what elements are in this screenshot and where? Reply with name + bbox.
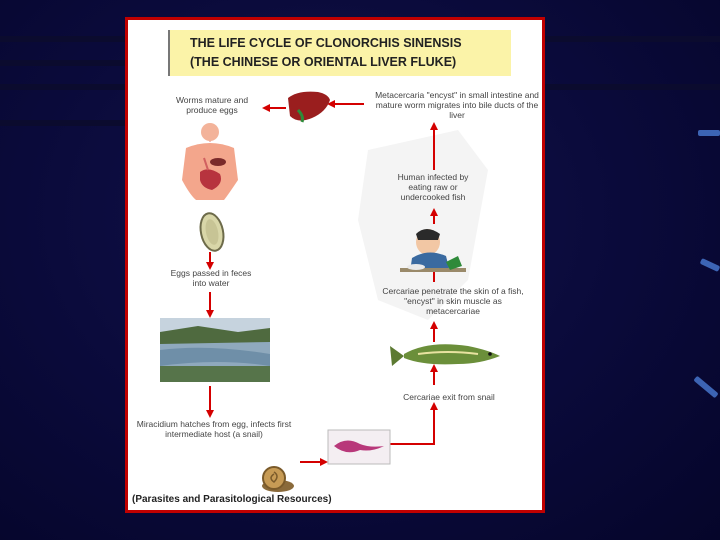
background-stripe xyxy=(545,84,720,90)
snail-icon xyxy=(262,466,294,492)
label-eggs-passed: Eggs passed in feces into water xyxy=(170,268,252,288)
background-stripe xyxy=(0,36,125,42)
watermark-figure xyxy=(358,130,488,320)
person-eating-icon xyxy=(400,229,466,272)
background-stripe xyxy=(0,60,125,66)
background-accent xyxy=(698,130,720,136)
liver-icon xyxy=(288,91,330,123)
river-photo xyxy=(160,318,270,382)
title-line-2: (THE CHINESE OR ORIENTAL LIVER FLUKE) xyxy=(190,55,457,69)
label-cercariae-penetrate: Cercariae penetrate the skin of a fish, … xyxy=(382,286,524,316)
label-metacercaria: Metacercaria "encyst" in small intestine… xyxy=(375,90,539,120)
egg-icon xyxy=(199,212,225,252)
background-stripe xyxy=(0,84,125,90)
fish-icon xyxy=(390,344,500,366)
title-line-1: THE LIFE CYCLE OF CLONORCHIS SINENSIS xyxy=(190,36,462,50)
background-accent xyxy=(699,258,720,272)
title-box: THE LIFE CYCLE OF CLONORCHIS SINENSIS (T… xyxy=(168,30,511,76)
background-stripe xyxy=(0,120,125,126)
human-torso-icon xyxy=(182,123,238,200)
label-cercariae-exit: Cercariae exit from snail xyxy=(403,392,495,402)
label-miracidium: Miracidium hatches from egg, infects fir… xyxy=(136,419,292,439)
background-accent xyxy=(693,375,719,399)
cercaria-icon xyxy=(327,429,391,465)
label-human-infected: Human infected by eating raw or undercoo… xyxy=(397,172,469,202)
source-credit: (Parasites and Parasitological Resources… xyxy=(132,494,332,505)
diagram-slide: THE LIFE CYCLE OF CLONORCHIS SINENSIS (T… xyxy=(125,17,545,513)
arrow-cercaria-to-exit xyxy=(390,402,438,445)
life-cycle-graphics xyxy=(160,91,500,492)
label-worms-mature: Worms mature and produce eggs xyxy=(175,95,249,115)
background-stripe xyxy=(545,36,720,42)
